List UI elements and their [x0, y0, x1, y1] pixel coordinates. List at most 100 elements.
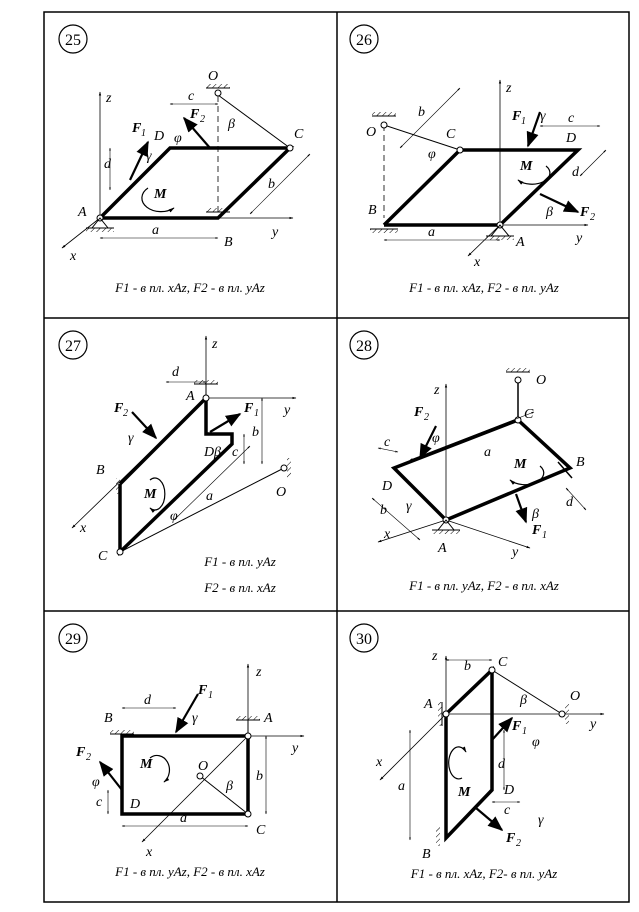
force-F2-label: F [413, 405, 424, 420]
dim-d-label: d [144, 693, 152, 708]
point-B-label: B [368, 203, 377, 218]
dim-a-label: a [428, 225, 435, 240]
dim-c-label: c [568, 111, 575, 126]
force-F2-label: F [579, 205, 590, 220]
svg-text:1: 1 [521, 116, 526, 127]
panel-caption-1: F1 - в пл. yAz [203, 554, 276, 569]
svg-text:2: 2 [86, 752, 91, 763]
angle-gamma-label: γ [540, 109, 546, 124]
axis-z-label: z [431, 649, 438, 664]
force-F2-label: F [75, 745, 86, 760]
svg-text:2: 2 [200, 114, 205, 125]
axis-y-label: y [574, 231, 583, 246]
svg-text:1: 1 [542, 530, 547, 541]
point-C-label: C [98, 549, 108, 564]
force-F1-label: F [511, 719, 522, 734]
panel-caption: F1 - в пл. xAz, F2- в пл. yAz [410, 866, 557, 881]
dim-a-label: a [152, 223, 159, 238]
point-O-label: O [570, 689, 580, 704]
problem-number: 30 [356, 631, 372, 648]
point-C-label: C [294, 127, 304, 142]
angle-beta-label: β [227, 117, 235, 132]
force-F2-label: F [505, 831, 516, 846]
axis-z-label: z [433, 383, 440, 398]
point-C-label: C [524, 407, 534, 422]
dim-a-label: a [398, 779, 405, 794]
dim-d-label: d [172, 365, 180, 380]
panel-caption: F1 - в пл. xAz, F2 - в пл. yAz [408, 280, 559, 295]
panel-26: 26 z x y O B A C D a b c [349, 24, 607, 295]
dim-d-label: d [104, 157, 112, 172]
angle-gamma-label: γ [128, 431, 134, 446]
panel-30: 30 z y x A B C D O b a d c [349, 623, 605, 881]
angle-phi-label: φ [174, 131, 182, 146]
panel-29: 29 z y x B A D C O a b c d [58, 623, 305, 879]
angle-phi-label: φ [432, 431, 440, 446]
dim-d-label: d [566, 495, 574, 510]
problem-number: 26 [356, 32, 372, 49]
svg-text:1: 1 [208, 690, 213, 701]
axis-y-label: y [510, 545, 519, 560]
axis-x-label: x [79, 521, 87, 536]
panel-28: 28 z x y O A B C D a c b d [349, 330, 587, 593]
point-A-label: A [263, 711, 273, 726]
force-F1-label: F [197, 683, 208, 698]
dim-c-label: c [188, 89, 195, 104]
svg-text:1: 1 [141, 128, 146, 139]
moment-M-label: M [519, 159, 533, 174]
svg-text:2: 2 [590, 212, 595, 223]
problem-number: 25 [65, 32, 81, 49]
grid-frame [43, 11, 630, 903]
angle-phi-label: φ [170, 509, 178, 524]
moment-M-label: M [139, 757, 153, 772]
force-F2-label: F [113, 401, 124, 416]
dim-c-label: c [384, 435, 391, 450]
panel-27: 27 z y x A B C D O d b c [58, 330, 297, 595]
axis-y-label: y [290, 741, 299, 756]
axis-z-label: z [505, 81, 512, 96]
axis-x-label: x [383, 527, 391, 542]
angle-beta-label: β [225, 779, 233, 794]
point-D-label: D [565, 131, 576, 146]
point-D-label: D [129, 797, 140, 812]
dim-b-label: b [380, 503, 387, 518]
point-D-label: D [153, 129, 164, 144]
svg-text:2: 2 [123, 408, 128, 419]
force-F1-label: F [511, 109, 522, 124]
moment-M-label: M [153, 187, 167, 202]
point-A-label: A [185, 389, 195, 404]
angle-beta-label: β [213, 445, 221, 460]
moment-M-label: M [513, 457, 527, 472]
svg-text:2: 2 [424, 412, 429, 423]
point-B-label: B [422, 847, 431, 862]
panel-caption: F1 - в пл. yAz, F2 - в пл. xAz [408, 578, 559, 593]
svg-text:1: 1 [254, 408, 259, 419]
dim-b-label: b [268, 177, 275, 192]
axis-z-label: z [105, 91, 112, 106]
axis-x-label: x [69, 249, 77, 264]
point-A-label: A [515, 235, 525, 250]
dim-a-label: a [206, 489, 213, 504]
point-O-label: O [366, 125, 376, 140]
panel-caption: F1 - в пл. xAz, F2 - в пл. yAz [114, 280, 265, 295]
point-B-label: B [104, 711, 113, 726]
angle-gamma-label: γ [192, 711, 198, 726]
axis-x-label: x [145, 845, 153, 860]
point-B-label: B [576, 455, 585, 470]
force-F1-label: F [243, 401, 254, 416]
axis-x-label: x [473, 255, 481, 270]
problem-number: 28 [356, 338, 372, 355]
svg-text:1: 1 [522, 726, 527, 737]
dim-d-label: d [498, 757, 506, 772]
point-A-label: A [437, 541, 447, 556]
moment-M-label: M [457, 785, 471, 800]
angle-phi-label: φ [428, 147, 436, 162]
panel-caption-2: F2 - в пл. xAz [203, 580, 276, 595]
dim-b-label: b [252, 425, 259, 440]
point-A-label: A [77, 205, 87, 220]
point-C-label: C [498, 655, 508, 670]
panel-caption: F1 - в пл. yAz, F2 - в пл. xAz [114, 864, 265, 879]
point-O-label: O [536, 373, 546, 388]
point-C-label: C [446, 127, 456, 142]
